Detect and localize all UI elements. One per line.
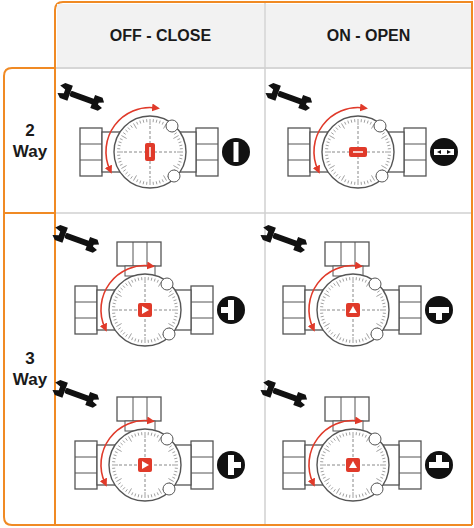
flow-symbol — [425, 296, 453, 324]
wrench-icon — [264, 82, 314, 113]
valve — [264, 82, 458, 188]
header-text: OFF - CLOSE — [110, 26, 211, 46]
header-text: 3 Way — [10, 348, 50, 391]
row-header: 2 Way — [6, 70, 54, 212]
row-header: 3 Way — [6, 215, 54, 523]
wrench-icon — [51, 224, 101, 255]
header-text: 2 Way — [10, 120, 50, 163]
wrench-icon — [51, 379, 101, 410]
flow-symbol — [217, 296, 245, 324]
flow-symbol — [222, 138, 250, 166]
header-text: ON - OPEN — [327, 26, 411, 46]
column-header: ON - OPEN — [266, 4, 471, 67]
flow-symbol — [217, 451, 245, 479]
valve — [259, 224, 453, 346]
wrench-icon — [56, 82, 106, 113]
column-header: OFF - CLOSE — [57, 4, 264, 67]
valve — [51, 379, 245, 501]
wrench-icon — [259, 224, 309, 255]
table-grid — [4, 2, 472, 525]
wrench-icon — [259, 379, 309, 410]
flow-symbol — [425, 451, 453, 479]
valve — [259, 379, 453, 501]
flow-symbol — [430, 138, 458, 166]
valve — [51, 224, 245, 346]
valve-drawings — [51, 82, 458, 501]
valve — [56, 82, 250, 188]
